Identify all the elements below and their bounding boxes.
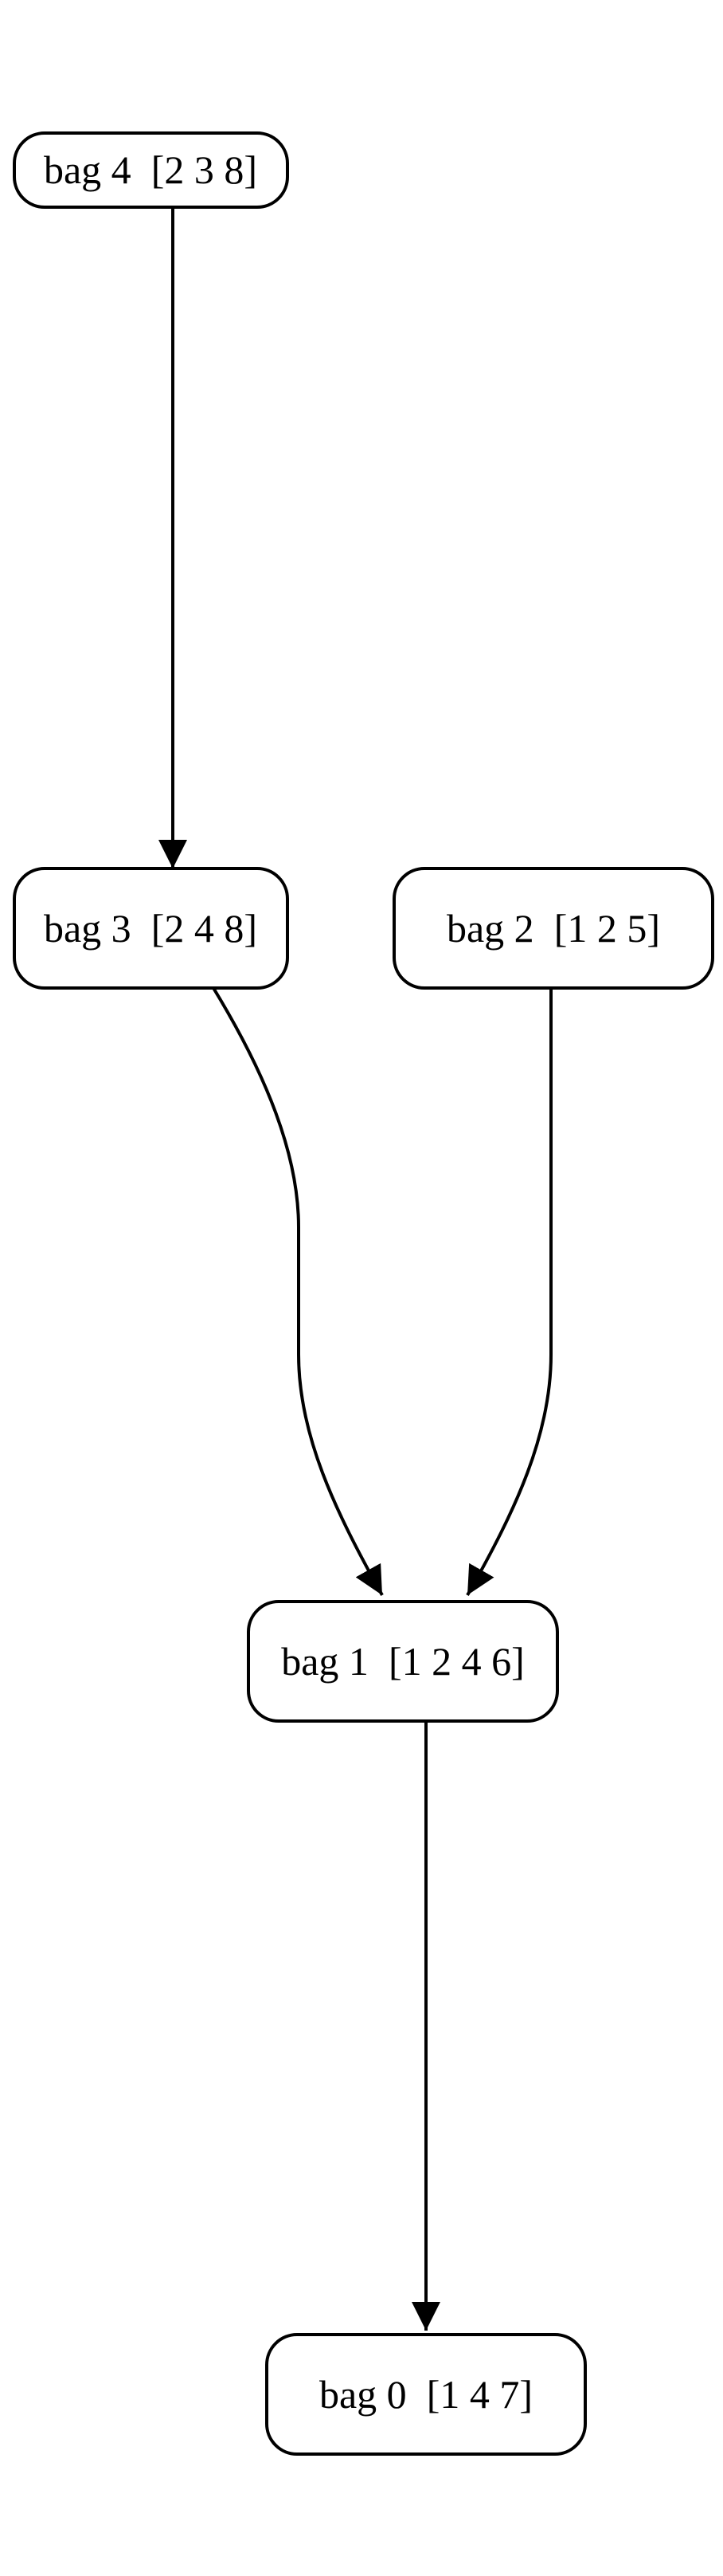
bag-name: bag 1 xyxy=(281,1639,369,1684)
node-label: bag 2 [1 2 5] xyxy=(447,906,660,951)
bag-name: bag 4 xyxy=(44,147,131,192)
bag-vertices: [2 3 8] xyxy=(151,147,257,192)
bag-vertices: [1 2 5] xyxy=(554,906,660,951)
edge-bag2-to-bag1 xyxy=(466,988,553,1596)
bag-name: bag 0 xyxy=(319,2372,407,2417)
node-bag-1: bag 1 [1 2 4 6] xyxy=(247,1600,559,1723)
node-bag-2: bag 2 [1 2 5] xyxy=(393,867,714,990)
node-box xyxy=(265,2333,587,2456)
bag-vertices: [1 4 7] xyxy=(427,2372,533,2417)
node-bag-3: bag 3 [2 4 8] xyxy=(13,867,289,990)
bag-name: bag 3 xyxy=(44,906,131,951)
node-box xyxy=(393,867,714,990)
node-label: bag 3 [2 4 8] xyxy=(44,906,257,951)
bag-vertices: [2 4 8] xyxy=(151,906,257,951)
node-label: bag 1 [1 2 4 6] xyxy=(281,1639,525,1684)
node-label: bag 0 [1 4 7] xyxy=(319,2372,533,2417)
bag-name: bag 2 xyxy=(447,906,534,951)
node-label: bag 4 [2 3 8] xyxy=(44,147,257,192)
node-box xyxy=(13,131,289,209)
edges xyxy=(158,207,553,2331)
bag-vertices: [1 2 4 6] xyxy=(389,1639,525,1684)
edge-bag3-to-bag1 xyxy=(212,986,384,1596)
node-bag-0: bag 0 [1 4 7] xyxy=(265,2333,587,2456)
node-box xyxy=(247,1600,559,1723)
node-bag-4: bag 4 [2 3 8] xyxy=(13,131,289,209)
node-box xyxy=(13,867,289,990)
